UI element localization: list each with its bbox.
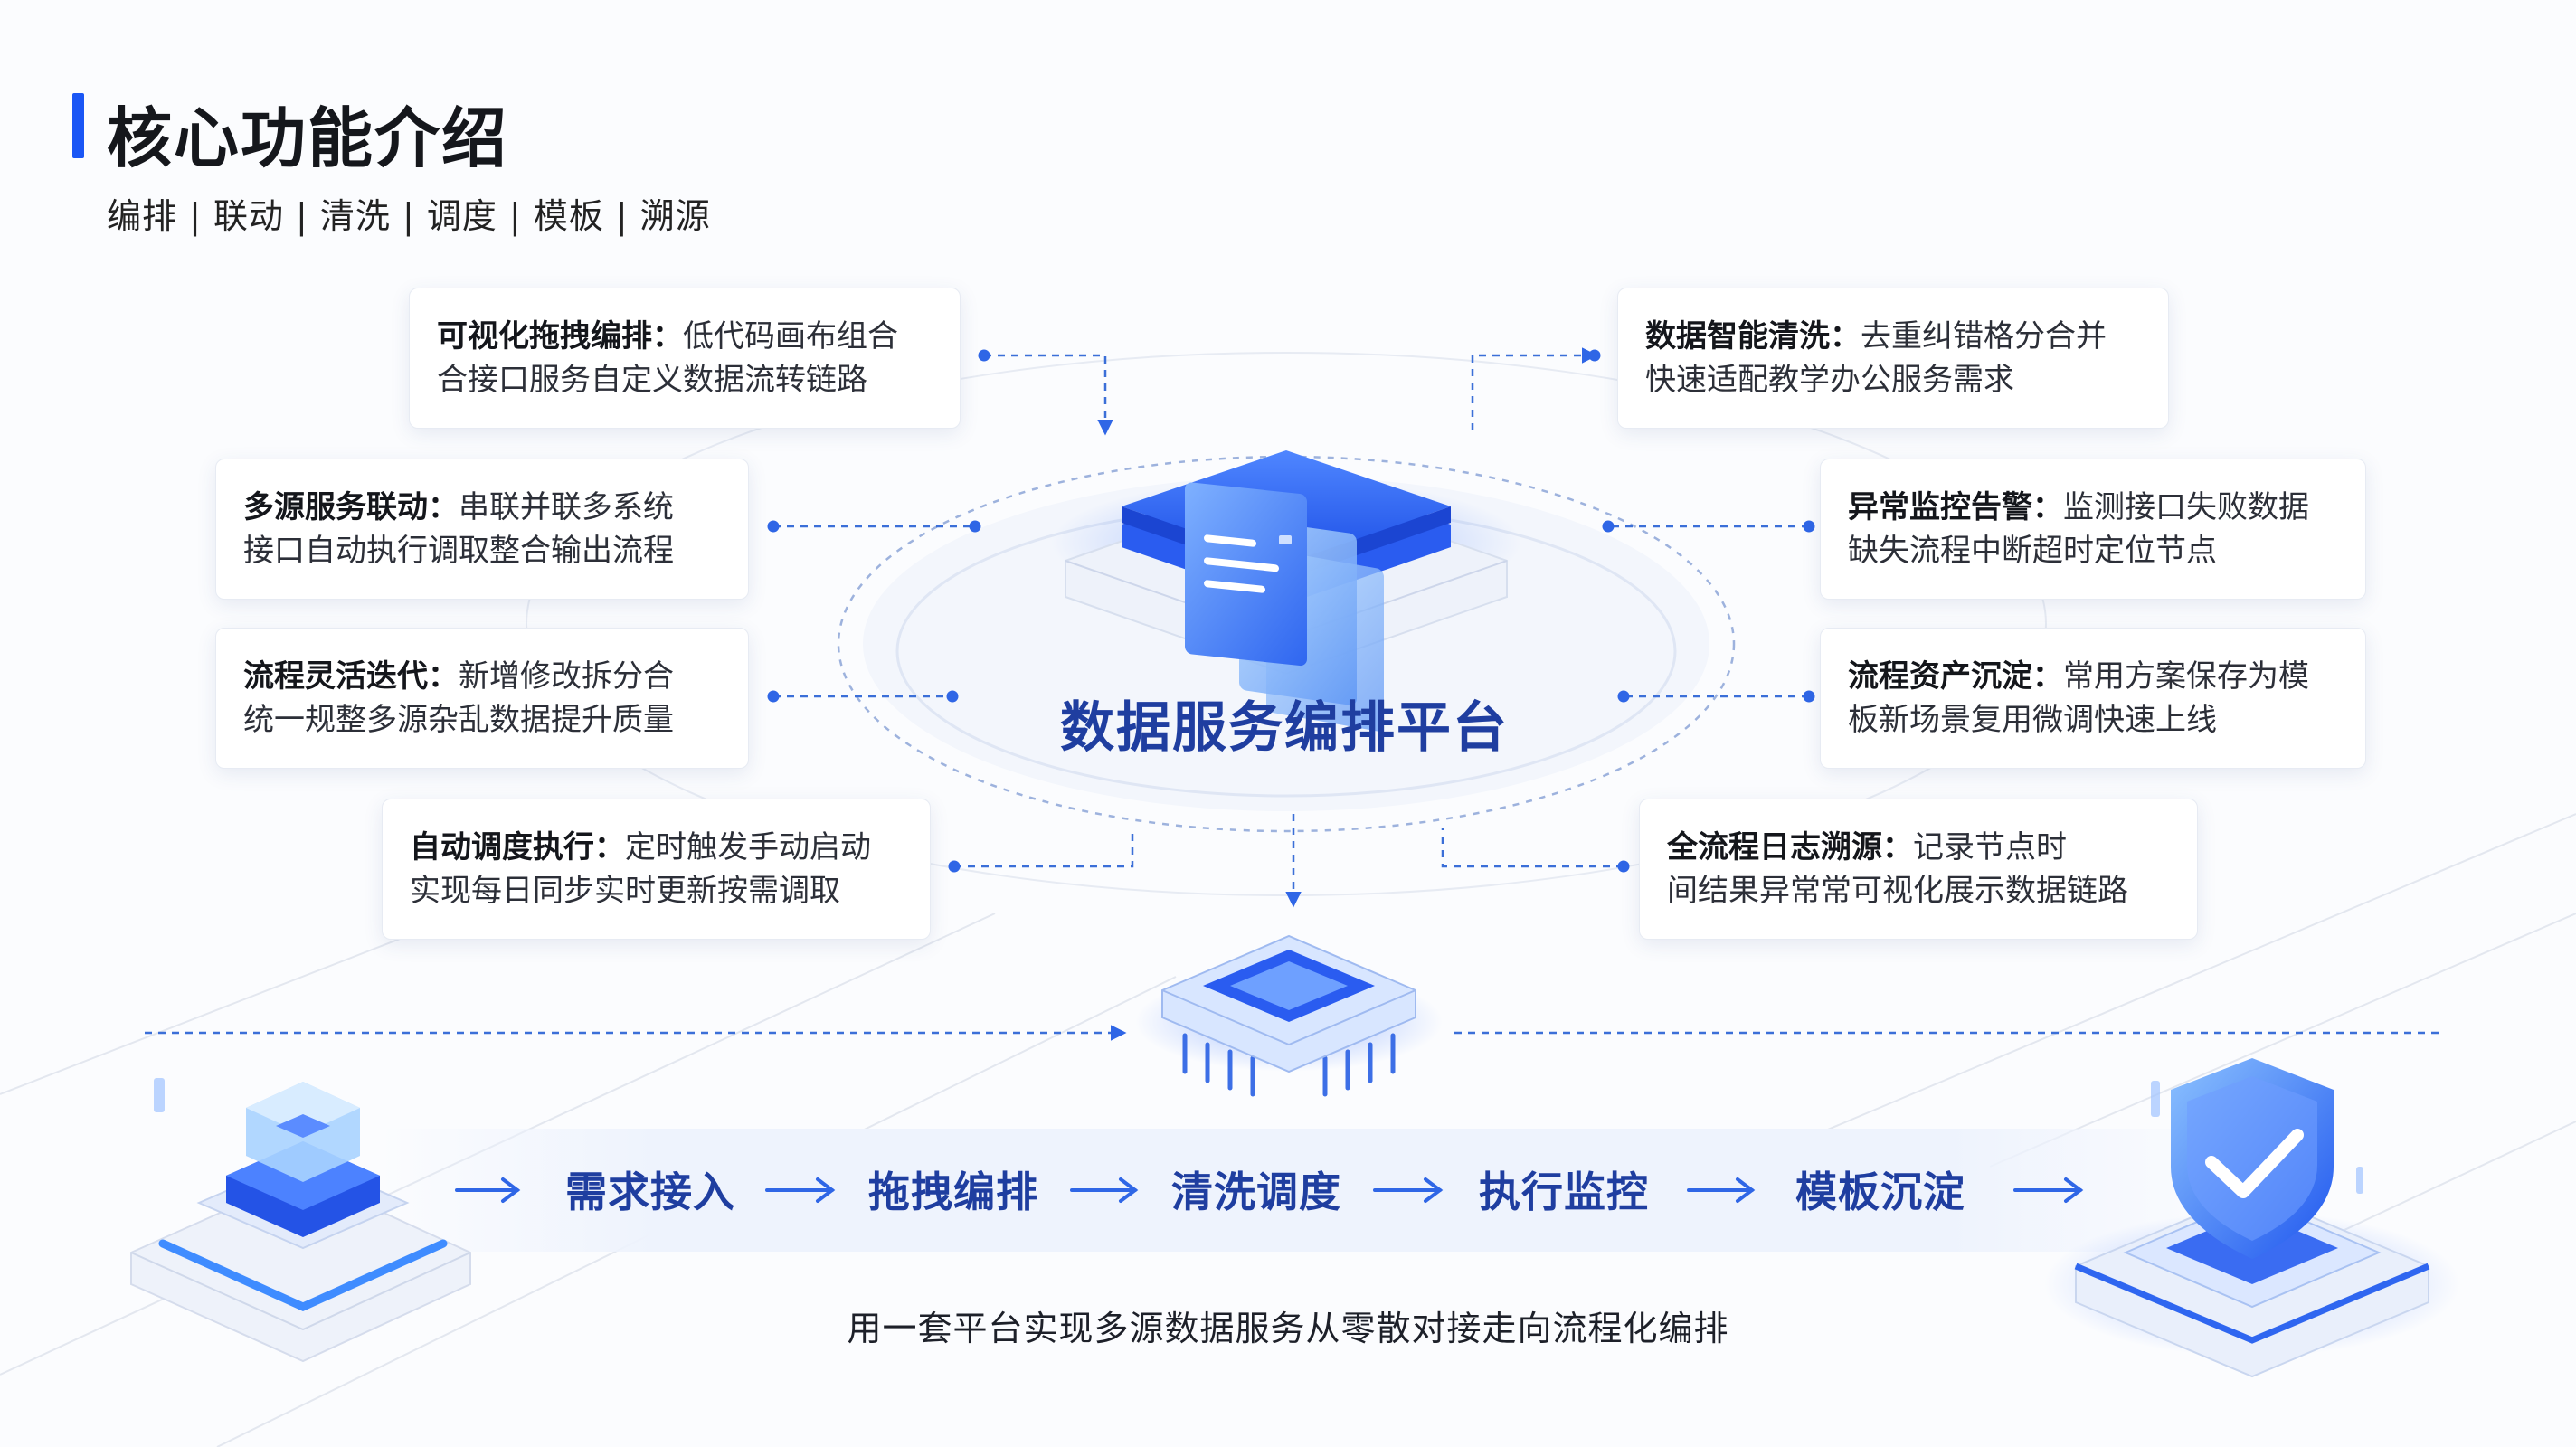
feature-desc-line1: 新增修改拆分合 [459,658,674,695]
platform-title: 数据服务编排平台 [1060,696,1509,760]
flow-step-execution-monitoring: 执行监控 [1479,1168,1649,1216]
feature-desc-line1: 串联并联多系统 [459,489,674,525]
feature-desc-line2: 接口自动执行调取整合输出流程 [243,533,674,569]
connectors [145,347,2442,1041]
feature-name: 数据智能清洗： [1645,318,1861,355]
flow-arrows [455,1177,2084,1203]
feature-name: 流程灵活迭代： [243,658,459,695]
title-accent-bar [72,93,84,158]
feature-desc-line1: 低代码画布组合 [683,318,898,355]
footer-caption: 用一套平台实现多源数据服务从零散对接走向流程化编排 [847,1309,1729,1348]
feature-card-flexible-iteration: 流程灵活迭代：新增修改拆分合统一规整多源杂乱数据提升质量 [215,628,749,769]
feature-card-asset-template: 流程资产沉淀：常用方案保存为模板新场景复用微调快速上线 [1820,628,2366,769]
feature-card-auto-schedule: 自动调度执行：定时触发手动启动实现每日同步实时更新按需调取 [382,799,931,940]
data-cube-icon [130,1078,471,1363]
feature-name: 全流程日志溯源： [1667,829,1913,865]
feature-card-visual-drag: 可视化拖拽编排：低代码画布组合合接口服务自定义数据流转链路 [409,288,961,429]
feature-desc-line1: 监测接口失败数据 [2063,489,2309,525]
document-stack-icon [1051,450,1521,732]
feature-desc-line1: 去重纠错格分合并 [1861,318,2107,355]
security-shield-icon [2044,1058,2460,1378]
feature-desc-line2: 合接口服务自定义数据流转链路 [437,362,867,398]
flow-band [380,1129,2225,1252]
feature-card-anomaly-alert: 异常监控告警：监测接口失败数据缺失流程中断超时定位节点 [1820,459,2366,600]
feature-desc-line1: 定时触发手动启动 [625,829,871,865]
feature-name: 多源服务联动： [243,489,459,525]
flow-step-template-accumulation: 模板沉淀 [1795,1168,1965,1216]
feature-name: 异常监控告警： [1848,489,2063,525]
feature-desc-line2: 实现每日同步实时更新按需调取 [410,873,840,909]
feature-card-multi-source: 多源服务联动：串联并联多系统接口自动执行调取整合输出流程 [215,459,749,600]
chip-icon [1135,934,1443,1097]
connector-dots [767,349,1815,873]
flow-step-requirement-intake: 需求接入 [565,1168,735,1216]
feature-desc-line1: 常用方案保存为模 [2063,658,2309,695]
feature-name: 自动调度执行： [410,829,625,865]
page-subtitle: 编排 | 联动 | 清洗 | 调度 | 模板 | 溯源 [107,196,711,236]
flow-step-cleaning-scheduling: 清洗调度 [1171,1168,1341,1216]
feature-card-smart-cleaning: 数据智能清洗：去重纠错格分合并快速适配教学办公服务需求 [1617,288,2169,429]
feature-desc-line2: 统一规整多源杂乱数据提升质量 [243,702,674,738]
feature-desc-line2: 板新场景复用微调快速上线 [1848,702,2217,738]
flow-step-drag-orchestration: 拖拽编排 [868,1168,1038,1216]
feature-name: 可视化拖拽编排： [437,318,683,355]
feature-desc-line1: 记录节点时 [1913,829,2067,865]
feature-desc-line2: 缺失流程中断超时定位节点 [1848,533,2217,569]
feature-desc-line2: 快速适配教学办公服务需求 [1645,362,2014,398]
feature-desc-line2: 间结果异常常可视化展示数据链路 [1667,873,2128,909]
feature-card-log-trace: 全流程日志溯源：记录节点时间结果异常常可视化展示数据链路 [1639,799,2198,940]
page-title: 核心功能介绍 [107,100,509,176]
feature-name: 流程资产沉淀： [1848,658,2063,695]
